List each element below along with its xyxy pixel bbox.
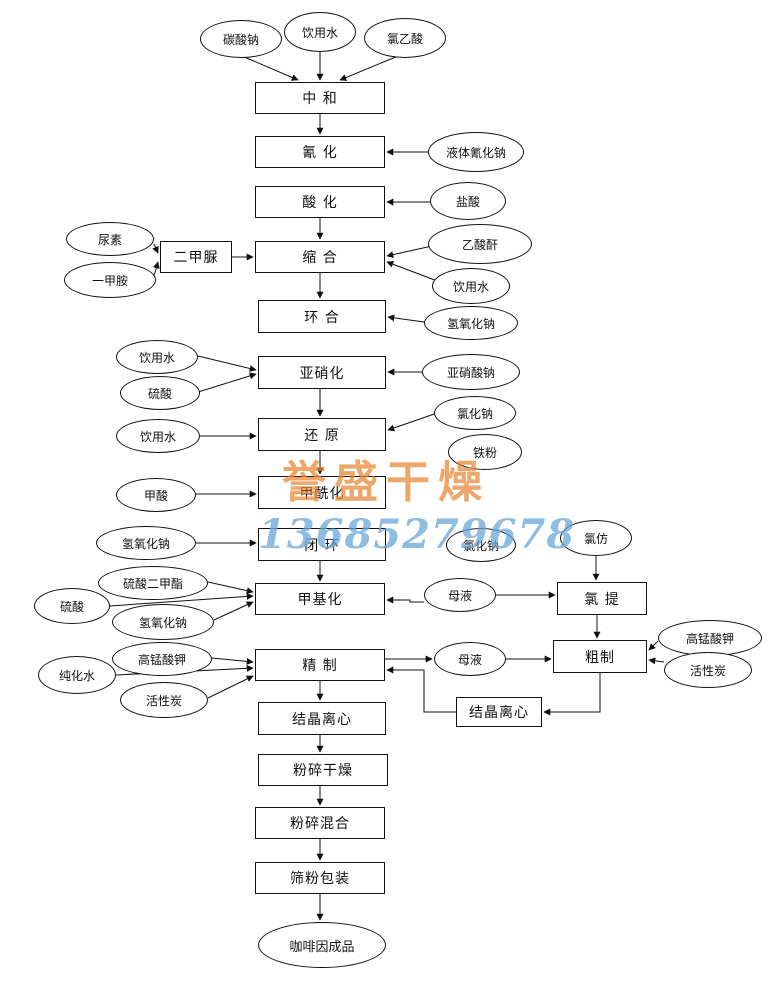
flow-arrow <box>207 675 254 699</box>
flow-arrow <box>387 314 425 323</box>
step-crush-dry: 粉碎干燥 <box>258 754 388 786</box>
step-sieve-pack: 筛粉包装 <box>255 862 385 894</box>
step-neutralize: 中 和 <box>255 82 385 114</box>
step-cyclize: 环 合 <box>258 300 386 333</box>
flow-arrow <box>543 673 601 716</box>
step-nitrosate: 亚硝化 <box>258 356 386 389</box>
input-drinking-water-1: 饮用水 <box>284 12 356 52</box>
flow-arrow <box>207 581 254 595</box>
flow-arrow <box>386 596 424 604</box>
input-sodium-nitrite: 亚硝酸钠 <box>422 354 520 390</box>
step-close-ring: 闭 环 <box>258 528 386 561</box>
input-urea: 尿素 <box>66 222 154 256</box>
input-purified-water: 纯化水 <box>38 656 116 694</box>
input-formic-acid: 甲酸 <box>116 478 196 512</box>
input-chloroform: 氯仿 <box>560 520 632 556</box>
flow-arrow <box>241 55 299 81</box>
step-formylate: 甲酰化 <box>258 476 386 509</box>
input-liquid-sodium-cyanide: 液体氰化钠 <box>428 132 524 172</box>
flow-arrow <box>211 657 254 665</box>
input-potassium-permanganate-1: 高锰酸钾 <box>112 642 212 676</box>
step-dimethylurea: 二甲脲 <box>160 241 232 273</box>
flow-arrow <box>152 243 159 254</box>
flow-arrow <box>386 245 433 259</box>
input-hydrochloric-acid: 盐酸 <box>430 182 506 220</box>
input-drinking-water-4: 饮用水 <box>116 419 200 453</box>
step-crude: 粗制 <box>553 640 647 673</box>
input-potassium-permanganate-2: 高锰酸钾 <box>658 620 762 656</box>
input-sodium-hydroxide-3: 氢氧化钠 <box>112 604 214 640</box>
input-sodium-hydroxide-2: 氢氧化钠 <box>96 526 196 560</box>
input-activated-carbon-2: 活性炭 <box>664 652 752 688</box>
product-caffeine: 咖啡因成品 <box>258 922 386 968</box>
step-crush-mix: 粉碎混合 <box>255 807 385 839</box>
step-cyanation: 氰 化 <box>255 136 385 168</box>
input-methylamine: 一甲胺 <box>64 262 156 298</box>
input-sulfuric-acid-2: 硫酸 <box>34 588 110 624</box>
step-methylate: 甲基化 <box>255 583 385 615</box>
input-sulfuric-acid-1: 硫酸 <box>120 376 200 410</box>
step-crystal-centrifuge: 结晶离心 <box>258 702 386 735</box>
input-sodium-carbonate: 碳酸钠 <box>200 20 282 58</box>
input-mother-liquor-1: 母液 <box>424 578 496 612</box>
step-chloroform-extract: 氯 提 <box>557 582 647 615</box>
input-mother-liquor-2: 母液 <box>434 642 506 676</box>
step-crystal-centrifuge-2: 结晶离心 <box>456 697 542 727</box>
step-acidify: 酸 化 <box>255 186 385 218</box>
flow-arrow <box>197 372 257 393</box>
flow-arrow <box>386 260 441 283</box>
input-sodium-hydroxide-1: 氢氧化钠 <box>424 306 518 340</box>
flow-arrow <box>339 55 399 81</box>
step-refine: 精 制 <box>255 649 385 681</box>
input-iron-powder: 铁粉 <box>448 434 522 470</box>
input-activated-carbon-1: 活性炭 <box>120 682 208 718</box>
flow-arrow <box>152 261 160 277</box>
flow-arrow <box>648 640 659 651</box>
flow-arrow <box>109 592 254 607</box>
flow-arrow <box>197 355 257 372</box>
input-drinking-water-2: 饮用水 <box>432 268 510 304</box>
input-drinking-water-3: 饮用水 <box>116 340 198 374</box>
input-acetic-anhydride: 乙酸酐 <box>428 224 532 264</box>
input-sodium-chloride-1: 氯化钠 <box>434 396 516 430</box>
step-reduce: 还 原 <box>258 418 386 451</box>
input-dimethyl-sulfate: 硫酸二甲酯 <box>98 566 208 600</box>
input-sodium-chloride-2: 氯化钠 <box>446 528 516 562</box>
flow-arrow <box>648 657 665 665</box>
input-chloroacetic-acid: 氯乙酸 <box>364 18 446 58</box>
flow-arrow <box>213 601 254 621</box>
step-condense: 缩 合 <box>255 241 385 273</box>
flow-arrow <box>386 666 456 713</box>
